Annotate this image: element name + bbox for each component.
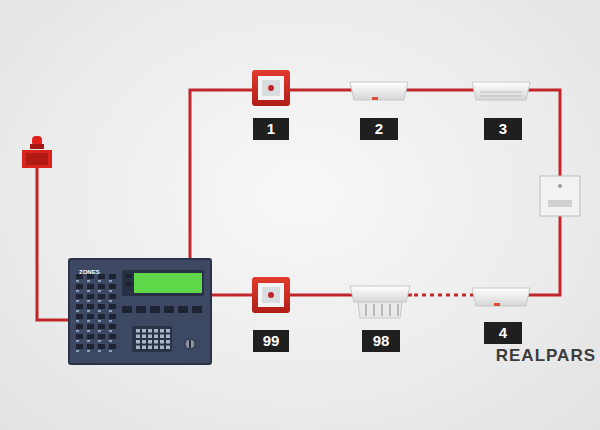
panel-label: ZONES: [79, 269, 100, 276]
callout-number: 2: [360, 118, 398, 140]
multi-sensor-detector: [350, 286, 410, 318]
panel-face: [70, 260, 210, 363]
callout-number: 4: [484, 322, 522, 344]
control-panel: ZONES: [68, 258, 212, 365]
smoke-detector: [350, 82, 408, 100]
manual-call-point: [252, 70, 290, 106]
loop-continuation: [414, 294, 468, 297]
callout-number: 98: [362, 330, 400, 352]
callout-number: 3: [484, 118, 522, 140]
interface-module: [540, 176, 580, 216]
manual-call-point: [252, 277, 290, 313]
loop-wire: [37, 90, 560, 320]
callout-number: 1: [253, 118, 289, 140]
heat-detector: [472, 82, 530, 100]
callout-number: 99: [253, 330, 289, 352]
siren: [22, 136, 52, 168]
watermark: REALPARS: [496, 346, 596, 366]
smoke-detector: [472, 288, 530, 306]
